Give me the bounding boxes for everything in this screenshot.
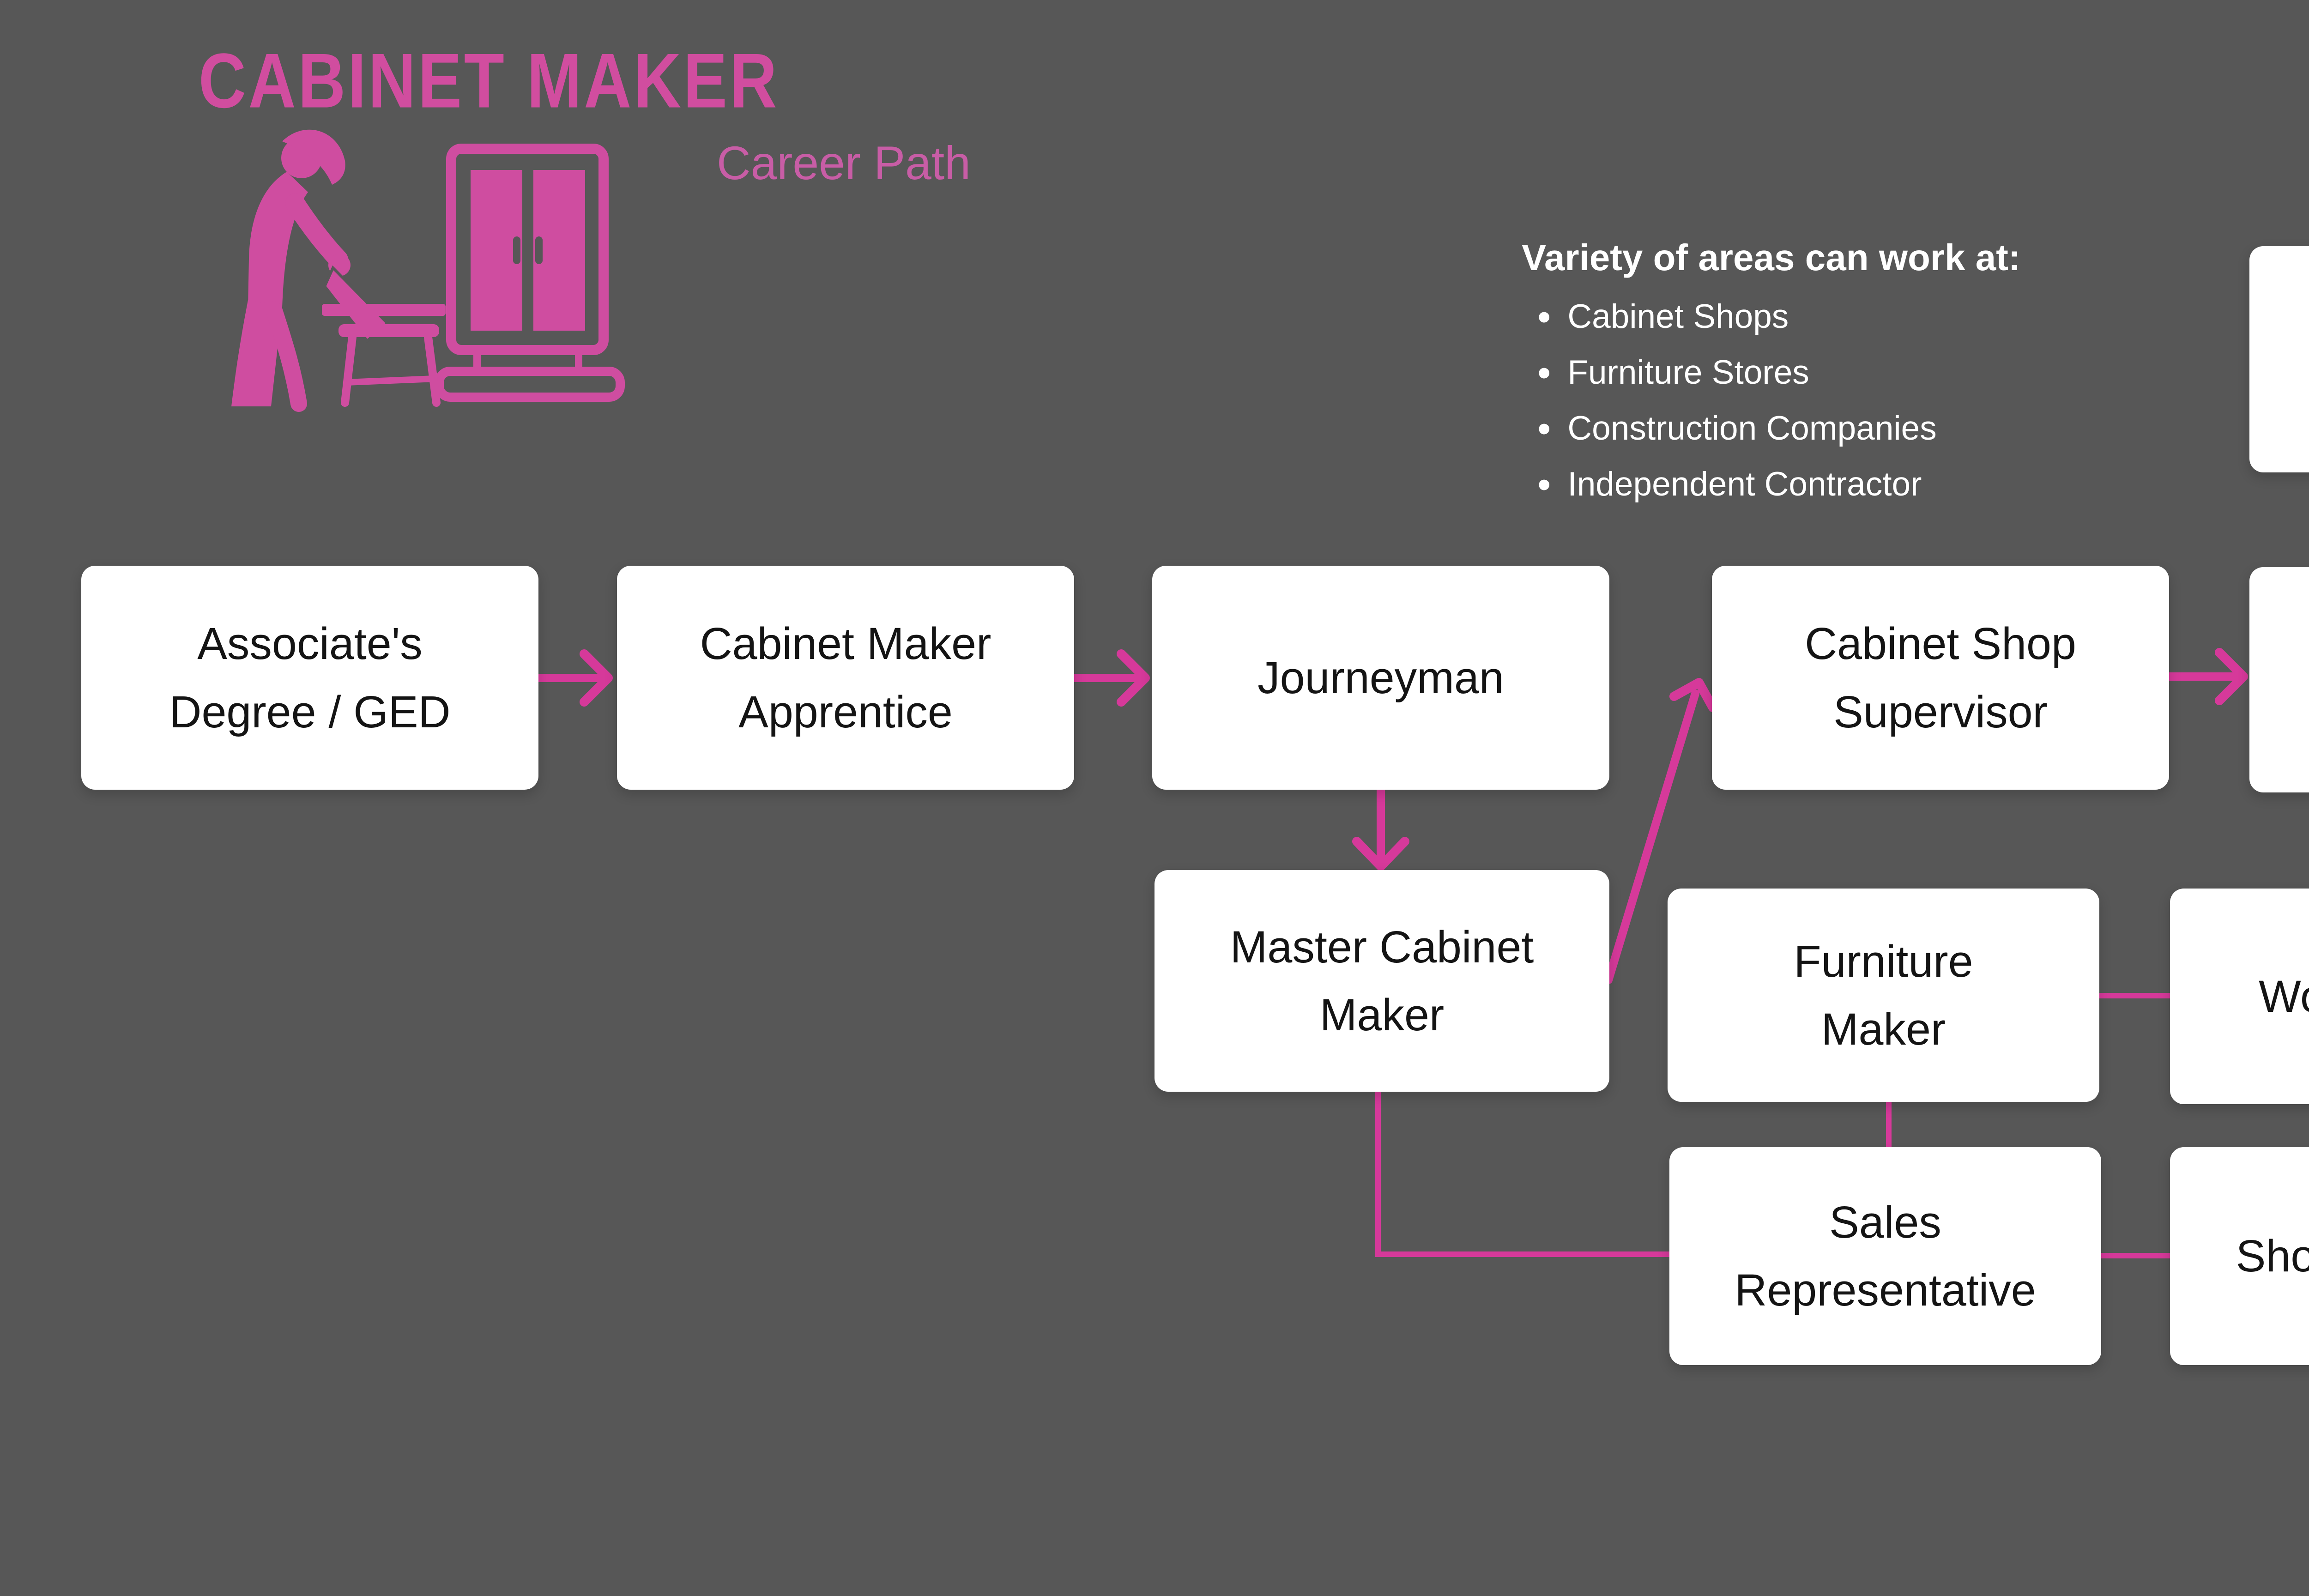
- worker-leg-front: [231, 300, 282, 406]
- arrowhead-master-to-supervisor: [1669, 678, 1717, 712]
- work-area-item: Construction Companies: [1537, 409, 2021, 447]
- node-associates-degree: Associate's Degree / GED: [81, 566, 538, 790]
- worker-leg-back: [266, 301, 307, 412]
- arrowhead-associates-to-apprentice: [580, 649, 613, 707]
- node-woodworker: Woodworker: [2170, 889, 2309, 1104]
- work-area-item: Furniture Stores: [1537, 353, 2021, 392]
- node-cabinet-designer: Cabinet Designer: [2249, 567, 2309, 792]
- wardrobe-base: [435, 367, 625, 402]
- page-title: CABINET MAKER: [199, 37, 780, 124]
- node-shop-foreman: Shop Foreman: [2170, 1147, 2309, 1365]
- line-master-to-sales: [1375, 1092, 1669, 1257]
- node-master-cabinet-maker: Master Cabinet Maker: [1154, 870, 1609, 1092]
- node-cabinet-maker-apprentice: Cabinet Maker Apprentice: [617, 566, 1074, 790]
- work-area-item: Independent Contractor: [1537, 465, 2021, 503]
- stool-brace: [346, 375, 435, 386]
- arrowhead-apprentice-to-journeyman: [1117, 649, 1150, 707]
- node-cabinet-shop-supervisor: Cabinet Shop Supervisor: [1712, 566, 2169, 790]
- work-areas-list: Cabinet Shops Furniture Stores Construct…: [1522, 297, 2021, 503]
- stool-leg-right: [424, 333, 441, 407]
- work-area-item: Cabinet Shops: [1537, 297, 2021, 336]
- arrowhead-journeyman-to-master: [1352, 837, 1409, 871]
- work-areas-heading: Variety of areas can work at:: [1522, 237, 2021, 278]
- arrowhead-supervisor-to-designer: [2215, 648, 2248, 705]
- door-handle-right: [535, 236, 543, 264]
- node-cabinet-maker-contractor: Cabinet Maker Contractor: [2249, 246, 2309, 472]
- node-sales-representative: Sales Representative: [1669, 1147, 2101, 1365]
- worker-torso: [248, 172, 308, 308]
- page-subtitle: Career Path: [717, 137, 971, 189]
- stool-leg-left: [341, 333, 357, 407]
- work-areas-panel: Variety of areas can work at: Cabinet Sh…: [1522, 236, 2021, 521]
- door-handle-left: [513, 236, 520, 264]
- worker-arm: [285, 193, 348, 269]
- worker-cap: [282, 129, 345, 185]
- stool-seat: [338, 324, 439, 337]
- cabinet-maker-icon: [231, 129, 625, 412]
- node-furniture-maker: Furniture Maker: [1668, 889, 2099, 1102]
- wood-plank: [322, 304, 446, 316]
- node-journeyman: Journeyman: [1152, 566, 1609, 790]
